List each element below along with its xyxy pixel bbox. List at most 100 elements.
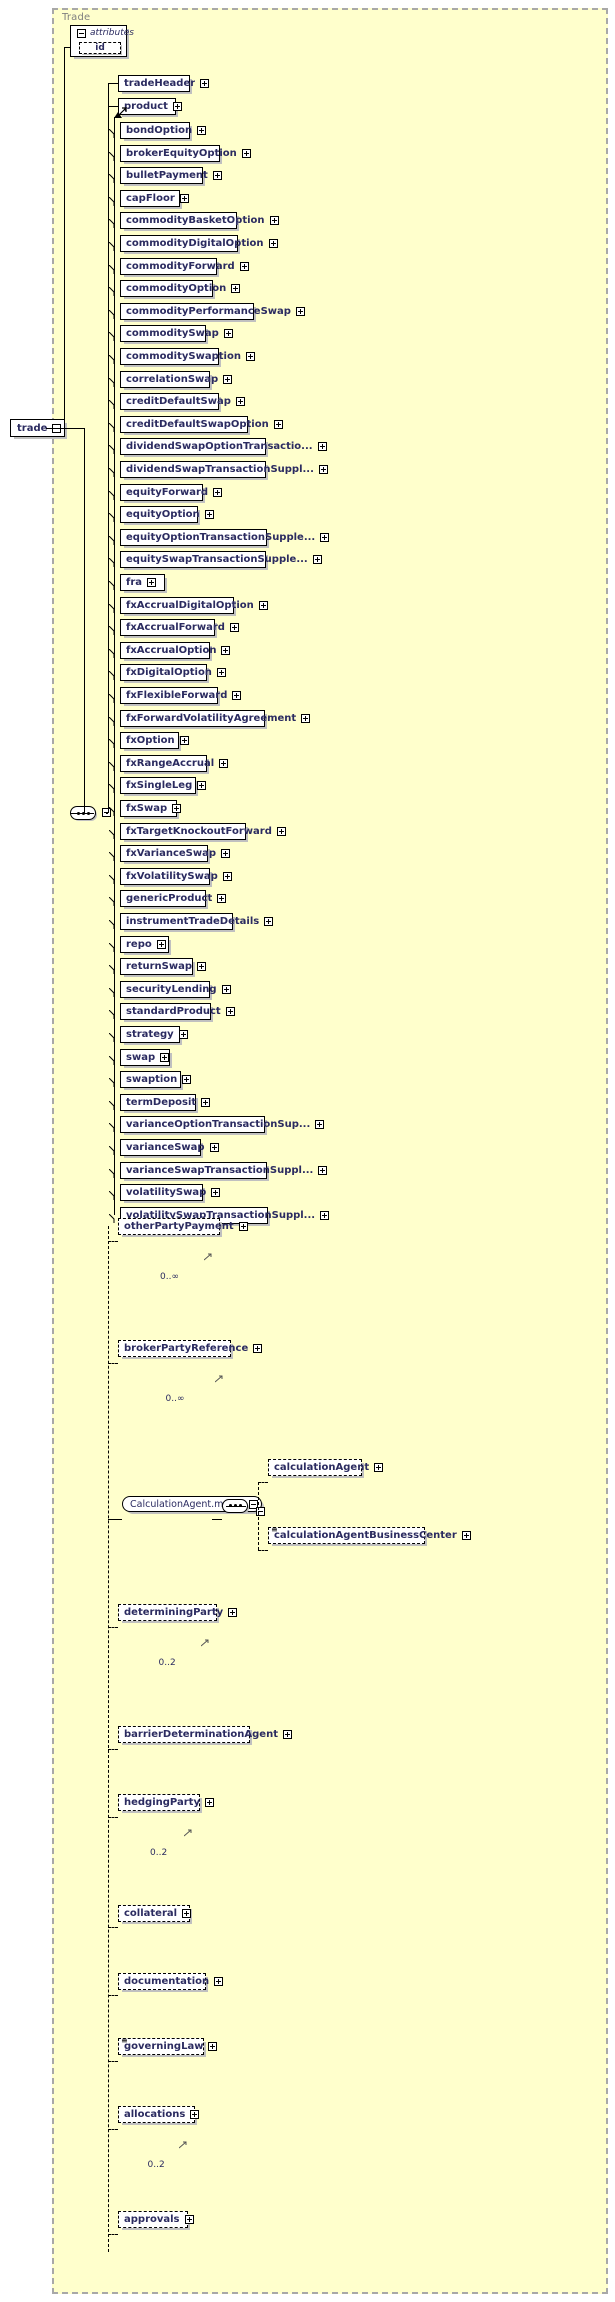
plus-control-icon[interactable] (216, 668, 226, 677)
node-fxvolatilityswap[interactable]: fxVolatilitySwap (120, 868, 232, 885)
node-fxrangeaccrual[interactable]: fxRangeAccrual (120, 755, 229, 772)
plus-control-icon[interactable] (273, 420, 283, 429)
minus-control-icon[interactable] (77, 28, 86, 38)
node-genericproduct[interactable]: genericProduct (120, 890, 227, 907)
plus-control-icon[interactable] (264, 917, 274, 926)
node-bulletpayment[interactable]: bulletPayment (120, 167, 222, 184)
plus-control-icon[interactable] (268, 239, 278, 248)
plus-control-icon[interactable] (200, 79, 210, 88)
node-hedgingparty[interactable]: hedgingParty (118, 1793, 214, 1811)
node-fxvarianceswap[interactable]: fxVarianceSwap (120, 845, 231, 862)
node-calculationagent[interactable]: calculationAgent (268, 1459, 384, 1477)
node-dividendswapoptiontransactio[interactable]: dividendSwapOptionTransactio... (120, 438, 327, 455)
plus-control-icon[interactable] (301, 714, 311, 723)
plus-control-icon[interactable] (217, 894, 227, 903)
plus-control-icon[interactable] (232, 691, 242, 700)
plus-control-icon[interactable] (201, 1098, 211, 1107)
node-equityforward[interactable]: equityForward (120, 484, 223, 501)
node-calculationagentbusinesscenter[interactable]: calculationAgentBusinessCenter (268, 1527, 471, 1545)
plus-control-icon[interactable] (182, 1075, 192, 1084)
node-commodityforward[interactable]: commodityForward (120, 258, 249, 275)
node-strategy[interactable]: strategy (120, 1026, 188, 1043)
plus-control-icon[interactable] (160, 1053, 170, 1062)
node-dividendswaptransactionsuppl[interactable]: dividendSwapTransactionSuppl... (120, 461, 328, 478)
node-varianceswap[interactable]: varianceSwap (120, 1139, 219, 1156)
node-correlationswap[interactable]: correlationSwap (120, 371, 233, 388)
plus-control-icon[interactable] (238, 1222, 248, 1231)
node-repo[interactable]: repo (120, 936, 169, 953)
plus-control-icon[interactable] (222, 872, 232, 881)
plus-control-icon[interactable] (245, 352, 255, 361)
node-brokerequityoption[interactable]: brokerEquityOption (120, 145, 251, 162)
plus-control-icon[interactable] (320, 1211, 330, 1220)
plus-control-icon[interactable] (211, 1188, 221, 1197)
compositor-minus-control-icon[interactable] (102, 808, 111, 817)
attributes-header[interactable]: attributes (74, 28, 134, 38)
plus-control-icon[interactable] (214, 1976, 224, 1986)
node-product[interactable]: product (118, 98, 182, 115)
plus-control-icon[interactable] (221, 849, 231, 858)
node-fxforwardvolatilityagreement[interactable]: fxForwardVolatilityAgreement (120, 710, 311, 727)
plus-control-icon[interactable] (182, 1908, 192, 1918)
plus-control-icon[interactable] (228, 1607, 238, 1617)
node-varianceoptiontransactionsup[interactable]: varianceOptionTransactionSup... (120, 1116, 325, 1133)
plus-control-icon[interactable] (225, 1007, 235, 1016)
node-returnswap[interactable]: returnSwap (120, 958, 207, 975)
plus-control-icon[interactable] (172, 804, 182, 813)
node-fxaccrualdigitaloption[interactable]: fxAccrualDigitalOption (120, 597, 268, 614)
plus-control-icon[interactable] (209, 1143, 219, 1152)
plus-control-icon[interactable] (208, 2041, 218, 2051)
node-allocations[interactable]: allocations (118, 2105, 200, 2123)
node-creditdefaultswapoption[interactable]: creditDefaultSwapOption (120, 416, 283, 433)
plus-control-icon[interactable] (320, 533, 330, 542)
plus-control-icon[interactable] (197, 126, 207, 135)
node-fxswap[interactable]: fxSwap (120, 800, 182, 817)
plus-control-icon[interactable] (229, 623, 239, 632)
plus-control-icon[interactable] (179, 736, 189, 745)
node-fxdigitaloption[interactable]: fxDigitalOption (120, 664, 226, 681)
plus-control-icon[interactable] (253, 1343, 263, 1353)
node-varianceswaptransactionsuppl[interactable]: varianceSwapTransactionSuppl... (120, 1162, 328, 1179)
node-fxoption[interactable]: fxOption (120, 732, 189, 749)
node-otherpartypayment[interactable]: otherPartyPayment (118, 1218, 248, 1235)
attribute-id[interactable]: id (79, 42, 121, 54)
node-swap[interactable]: swap (120, 1049, 170, 1066)
node-commodityoption[interactable]: commodityOption (120, 280, 241, 297)
model-compositor-minus-control-icon[interactable] (256, 1507, 265, 1517)
node-fxaccrualforward[interactable]: fxAccrualForward (120, 619, 239, 636)
node-swaption[interactable]: swaption (120, 1071, 192, 1088)
node-equityoptiontransactionsupple[interactable]: equityOptionTransactionSupple... (120, 529, 330, 546)
plus-control-icon[interactable] (318, 1166, 328, 1175)
plus-control-icon[interactable] (315, 1120, 325, 1129)
node-governinglaw[interactable]: governingLaw (118, 2037, 218, 2055)
node-fxtargetknockoutforward[interactable]: fxTargetKnockoutForward (120, 823, 286, 840)
plus-control-icon[interactable] (197, 781, 207, 790)
node-fxaccrualoption[interactable]: fxAccrualOption (120, 642, 231, 659)
plus-control-icon[interactable] (204, 510, 214, 519)
node-fxflexibleforward[interactable]: fxFlexibleForward (120, 687, 242, 704)
node-termdeposit[interactable]: termDeposit (120, 1094, 211, 1111)
node-equityoption[interactable]: equityOption (120, 506, 214, 523)
plus-control-icon[interactable] (221, 646, 231, 655)
node-approvals[interactable]: approvals (118, 2210, 194, 2228)
node-barrierdeterminationagent[interactable]: barrierDeterminationAgent (118, 1725, 292, 1743)
plus-control-icon[interactable] (221, 985, 231, 994)
plus-control-icon[interactable] (184, 2214, 194, 2224)
node-fra[interactable]: fra (120, 574, 165, 591)
node-commodityperformanceswap[interactable]: commodityPerformanceSwap (120, 303, 305, 320)
plus-control-icon[interactable] (156, 940, 166, 949)
node-instrumenttradedetails[interactable]: instrumentTradeDetails (120, 913, 274, 930)
node-creditdefaultswap[interactable]: creditDefaultSwap (120, 393, 245, 410)
node-bondoption[interactable]: bondOption (120, 122, 207, 139)
node-documentation[interactable]: documentation (118, 1972, 224, 1990)
plus-control-icon[interactable] (212, 171, 222, 180)
node-commodityswaption[interactable]: commoditySwaption (120, 348, 255, 365)
node-collateral[interactable]: collateral (118, 1904, 192, 1922)
plus-control-icon[interactable] (461, 1531, 471, 1541)
plus-control-icon[interactable] (312, 555, 322, 564)
plus-control-icon[interactable] (219, 759, 229, 768)
node-commodityswap[interactable]: commoditySwap (120, 325, 233, 342)
plus-control-icon[interactable] (239, 262, 249, 271)
plus-control-icon[interactable] (318, 465, 328, 474)
node-determiningparty[interactable]: determiningParty (118, 1603, 238, 1621)
